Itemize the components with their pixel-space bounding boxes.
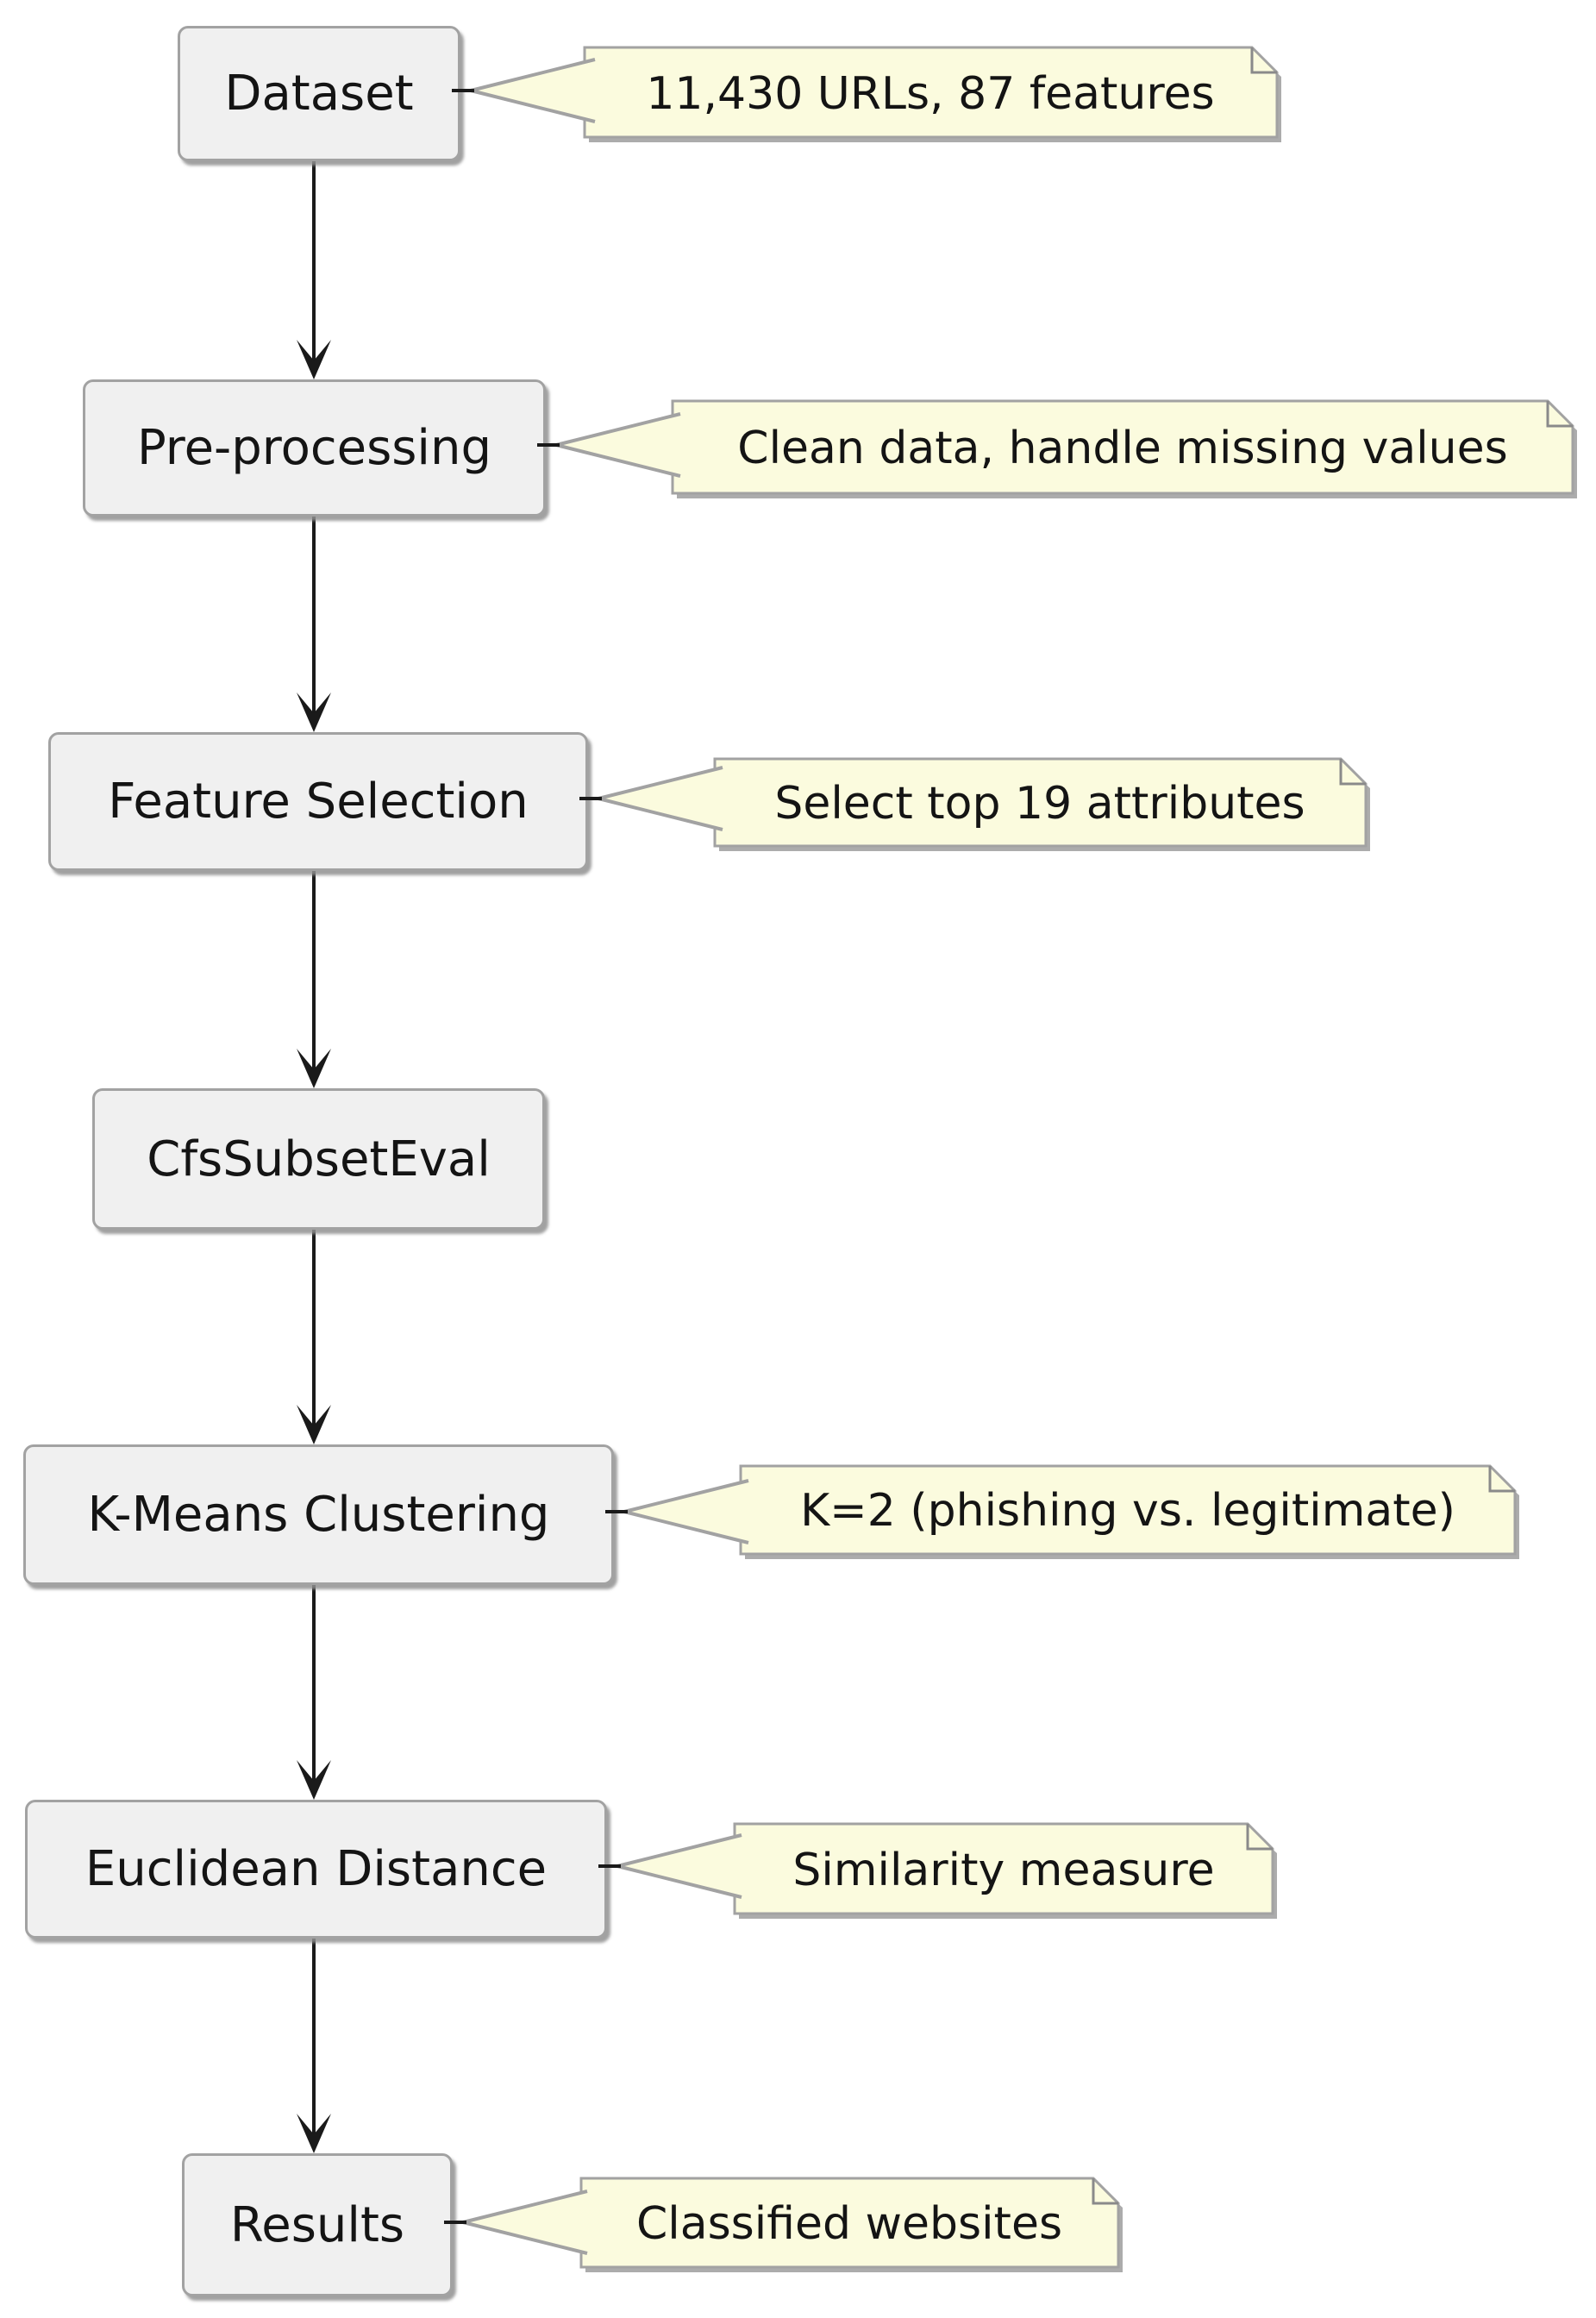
node-results-label: Results <box>229 2196 405 2253</box>
node-feature-selection: Feature Selection <box>48 732 588 871</box>
node-kmeans-clustering-label: K-Means Clustering <box>87 1487 550 1543</box>
note-kmeans-clustering: K=2 (phishing vs. legitimate) <box>739 1464 1519 1559</box>
edge-kmeans-euclidean <box>297 1578 331 1800</box>
note-fold <box>1246 1824 1273 1851</box>
note-kmeans-clustering-text: K=2 (phishing vs. legitimate) <box>800 1485 1455 1537</box>
note-connector-euclidean-distance <box>598 1833 742 1899</box>
edge-euclidean-results <box>297 1932 331 2153</box>
node-euclidean-distance-label: Euclidean Distance <box>84 1841 548 1897</box>
node-preprocessing-label: Pre-processing <box>136 420 492 476</box>
note-body <box>733 1822 1274 1915</box>
note-connector-kmeans-clustering <box>605 1479 749 1544</box>
edge-dataset-preprocessing <box>297 155 331 379</box>
note-fold <box>1488 1466 1515 1493</box>
note-euclidean-distance-text: Similarity measure <box>792 1845 1214 1896</box>
node-results: Results <box>182 2153 453 2296</box>
edge-preprocessing-feature-selection <box>297 510 331 732</box>
edge-feature-selection-cfssubseteval <box>297 864 331 1088</box>
note-connector-results <box>444 2190 588 2255</box>
node-preprocessing: Pre-processing <box>83 379 546 517</box>
note-body <box>583 46 1279 139</box>
note-body <box>671 399 1574 495</box>
note-preprocessing-text: Clean data, handle missing values <box>737 423 1507 474</box>
note-euclidean-distance: Similarity measure <box>733 1822 1277 1919</box>
note-fold <box>1250 47 1277 74</box>
note-connector-preprocessing <box>537 412 681 478</box>
note-dataset: 11,430 URLs, 87 features <box>583 46 1281 142</box>
node-cfssubseteval-label: CfsSubsetEval <box>147 1131 491 1187</box>
note-connector-dataset <box>452 58 596 123</box>
note-feature-selection: Select top 19 attributes <box>713 757 1370 851</box>
note-connector-feature-selection <box>579 766 723 831</box>
note-fold <box>1092 2178 1118 2205</box>
note-dataset-text: 11,430 URLs, 87 features <box>646 68 1214 120</box>
node-kmeans-clustering: K-Means Clustering <box>23 1444 614 1585</box>
note-preprocessing: Clean data, handle missing values <box>671 399 1577 498</box>
note-body <box>713 757 1368 848</box>
node-dataset: Dataset <box>178 26 460 161</box>
note-feature-selection-text: Select top 19 attributes <box>774 778 1305 830</box>
note-results: Classified websites <box>579 2177 1123 2272</box>
node-dataset-label: Dataset <box>224 66 414 122</box>
note-results-text: Classified websites <box>636 2198 1062 2250</box>
node-cfssubseteval: CfsSubsetEval <box>92 1088 545 1230</box>
note-fold <box>1546 401 1573 428</box>
edge-cfssubseteval-kmeans <box>297 1223 331 1444</box>
node-euclidean-distance: Euclidean Distance <box>25 1800 607 1939</box>
note-fold <box>1339 759 1366 786</box>
node-feature-selection-label: Feature Selection <box>108 774 529 830</box>
